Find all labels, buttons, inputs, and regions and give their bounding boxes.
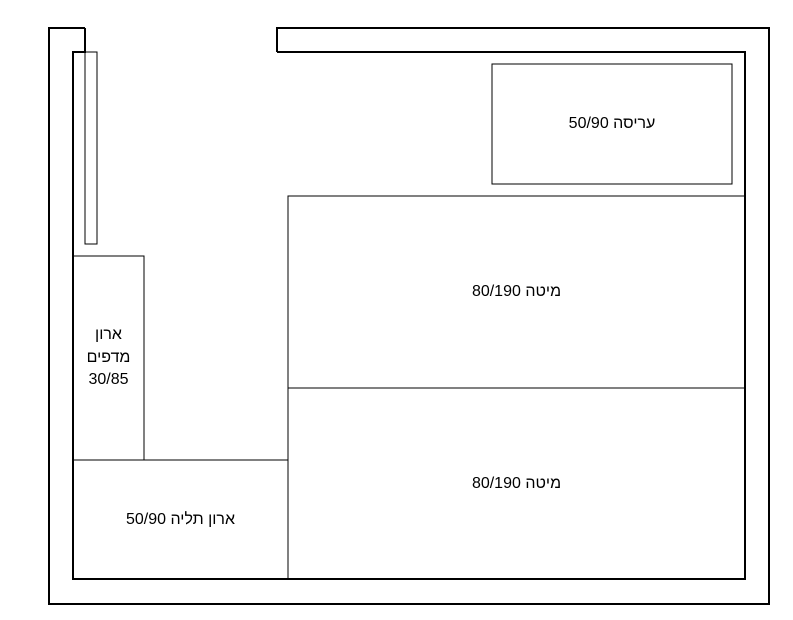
crib-label-text: עריסה 50/90 (568, 115, 656, 133)
shelf-cabinet-line3: 30/85 (88, 371, 129, 389)
outer-wall-left (48, 27, 770, 605)
shelf-cabinet-line1: ארון (95, 326, 122, 344)
shelf-cabinet-label: ארון מדפים 30/85 (73, 256, 144, 460)
window-frame (84, 51, 98, 245)
bed-lower-label-text: מיטה 80/190 (471, 474, 562, 492)
bed-lower-label: מיטה 80/190 (288, 388, 745, 579)
crib (491, 63, 733, 185)
shelf-cabinet-line2: מדפים (86, 348, 131, 366)
bed-upper-label-text: מיטה 80/190 (471, 283, 562, 301)
hanging-cabinet (72, 459, 289, 580)
bed-upper-label: מיטה 80/190 (288, 196, 745, 388)
hanging-cabinet-label-text: ארון תליה 50/90 (125, 510, 236, 528)
crib-label: עריסה 50/90 (492, 64, 732, 184)
hanging-cabinet-label: ארון תליה 50/90 (73, 460, 288, 579)
